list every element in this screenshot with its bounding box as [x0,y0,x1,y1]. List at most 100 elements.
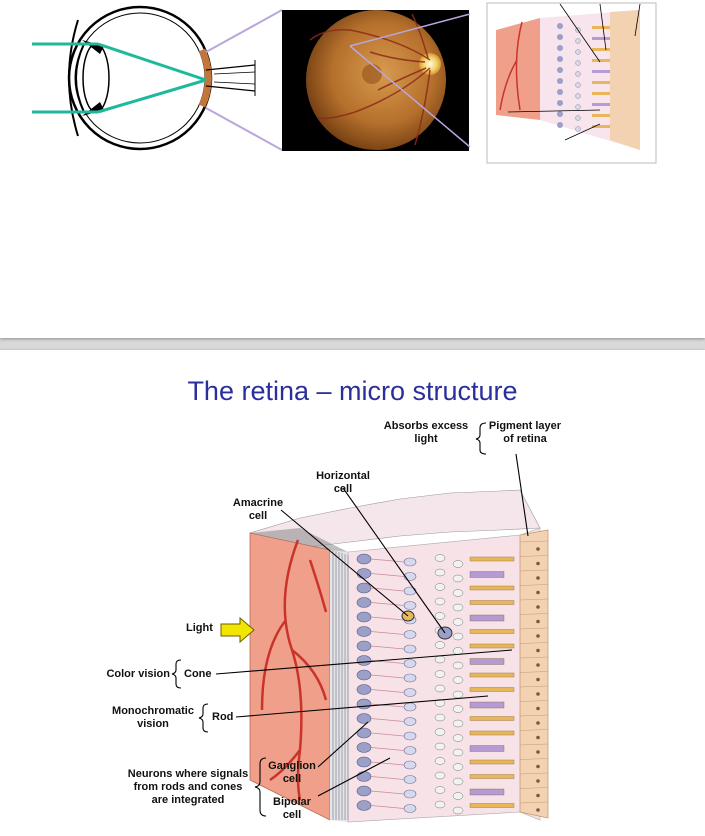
thumbnail-ganglion [557,34,563,40]
pigment-granule [536,576,540,580]
ganglion-cell [356,800,372,811]
pigment-granule [536,634,540,638]
eye-overview-figure [32,2,657,164]
ganglion-cell [356,771,372,782]
label-absorbs-line2: light [414,433,438,445]
pigment-granule [536,605,540,609]
nucleus [434,554,446,562]
synapse-fiber [370,689,405,693]
thumbnail-ganglion [557,89,563,95]
thumbnail-ganglion [557,100,563,106]
synapse-fiber [370,747,405,751]
label-absorbs-excess-light: Absorbs excess light [383,420,469,446]
leader-lines [171,422,529,817]
nucleus [434,800,446,809]
ganglion-cell [356,611,372,623]
synapse-fiber [370,602,405,606]
thumbnail-photoreceptor [592,92,610,95]
pigment-granule [536,663,540,667]
nucleus [452,719,464,728]
label-color-vision: Color vision [106,668,170,680]
label-amacrine-cell: Amacrine cell [226,497,290,523]
nucleus [434,655,446,664]
pigment-cell-border [519,772,549,775]
nucleus [452,618,464,626]
cone-cell [469,571,505,578]
ganglion-cell [356,626,372,637]
nucleus [452,632,464,641]
retina-micro-diagram [171,422,549,823]
thumbnail-photoreceptor [592,48,610,51]
rod-cell [469,643,515,649]
pigment-cell-border [519,758,549,760]
nucleus [452,661,464,670]
ganglion-cell [356,713,372,724]
pigment-cell-border [519,801,549,804]
ganglion-cell [356,553,372,565]
ganglion-cell [356,655,372,666]
label-bipolar-line1: Bipolar [273,796,311,808]
pigment-cell-border [519,627,549,630]
rod-cell [469,803,515,808]
thumbnail-photoreceptor [592,125,610,128]
nucleus [452,734,464,742]
label-bipolar-cell: Bipolar cell [264,796,320,822]
label-horizontal-line2: cell [333,483,353,495]
pigment-granule [536,808,540,812]
nucleus [434,786,446,794]
nucleus [434,713,446,722]
slide-eye-overview [0,0,705,338]
thumbnail-bipolar [575,104,581,110]
nucleus [452,647,464,655]
thumbnail-cells [557,23,610,132]
bipolar-cell [403,702,417,712]
nucleus [452,705,464,713]
thumbnail-ganglion [557,78,563,84]
thumbnail-ganglion [557,122,563,128]
rod-cell [469,759,515,765]
slide-retina-micro: The retina – micro structure [0,350,705,836]
thumbnail-ganglion [557,23,563,29]
nucleus [452,603,464,612]
thumbnail-ganglion [557,67,563,73]
pigment-granule [536,547,540,551]
label-ganglion-line1: Ganglion [268,760,316,772]
pigment-cell-border [519,613,549,615]
synapse-fiber [370,616,405,621]
nucleus [434,684,446,693]
synapse-fiber [370,587,405,592]
ganglion-cell [356,742,372,753]
thumbnail-bipolar [575,93,581,99]
nucleus [434,568,446,577]
label-ganglion-cell: Ganglion cell [264,760,320,786]
nucleus [434,597,446,606]
label-neurons-line3: are integrated [151,794,225,806]
cone-cell [469,701,505,709]
pigment-granule [536,793,540,798]
ganglion-cell [356,698,372,710]
nucleus [434,771,446,780]
thumbnail-photoreceptor [592,59,610,62]
synapse-fiber [370,761,405,766]
label-monochromatic-line2: vision [137,718,169,730]
thumbnail-bipolar [575,82,581,88]
bipolar-cell [403,557,417,567]
bipolar-cell [403,760,417,770]
cone-cell [469,788,505,796]
label-monochromatic-line1: Monochromatic [112,705,194,717]
thumbnail-photoreceptor [592,81,610,84]
thumbnail-photoreceptor [592,114,610,117]
pigment-cell-border [519,656,549,659]
nucleus [434,583,446,591]
synapse-fiber [370,790,405,795]
nucleus [452,574,464,583]
ganglion-cell [356,684,372,695]
nucleus [452,589,464,597]
thumbnail-bipolar [575,71,581,77]
bipolar-cell [403,804,417,813]
bipolar-cell [403,586,417,596]
rod-cell [469,687,515,692]
bipolar-cell [403,775,417,784]
label-pigment-line1: Pigment layer [488,420,562,432]
pigment-granule [536,590,540,595]
